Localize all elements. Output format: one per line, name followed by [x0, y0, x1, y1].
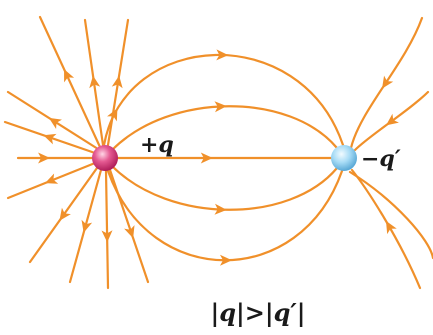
arrowhead-10	[111, 75, 123, 89]
arrowhead-8	[64, 69, 75, 83]
arrowheads	[38, 49, 399, 266]
arrowhead-1	[200, 152, 213, 164]
arrowhead-2	[214, 101, 227, 113]
arrowhead-5	[107, 108, 118, 122]
field-line-incoming-bottom-right	[350, 168, 422, 290]
arrowhead-15	[101, 230, 113, 243]
negative-charge	[331, 145, 357, 171]
negative-charge-label: −q′	[361, 146, 401, 172]
field-line-arc-top	[102, 53, 345, 147]
arrowhead-4	[220, 254, 232, 266]
arrowhead-9	[89, 75, 101, 89]
arrowhead-16	[124, 225, 135, 239]
arrowhead-3	[214, 203, 227, 215]
arrowhead-11	[43, 133, 57, 145]
positive-charge	[92, 145, 118, 171]
arrowhead-13	[59, 207, 71, 221]
positive-charge-label: +q	[140, 132, 174, 158]
field-line-arc-lower-inner	[110, 164, 339, 211]
arrowhead-18	[386, 113, 399, 126]
field-line-arc-lower-outer	[106, 169, 344, 262]
magnitude-caption: |q|>|q′|	[211, 298, 306, 327]
arrowhead-17	[382, 75, 394, 89]
arrowhead-6	[216, 49, 229, 61]
field-line-down	[104, 169, 110, 290]
arrowhead-12	[45, 173, 59, 184]
arrowhead-7	[48, 117, 62, 129]
arrowhead-0	[38, 152, 51, 164]
arrowhead-19	[385, 220, 397, 235]
field-line-bend-right	[348, 170, 433, 260]
field-line-upper-left-steep	[38, 15, 102, 149]
arrowhead-14	[81, 219, 93, 233]
field-line-down-right	[108, 168, 150, 284]
field-line-arc-upper-inner	[110, 105, 339, 152]
